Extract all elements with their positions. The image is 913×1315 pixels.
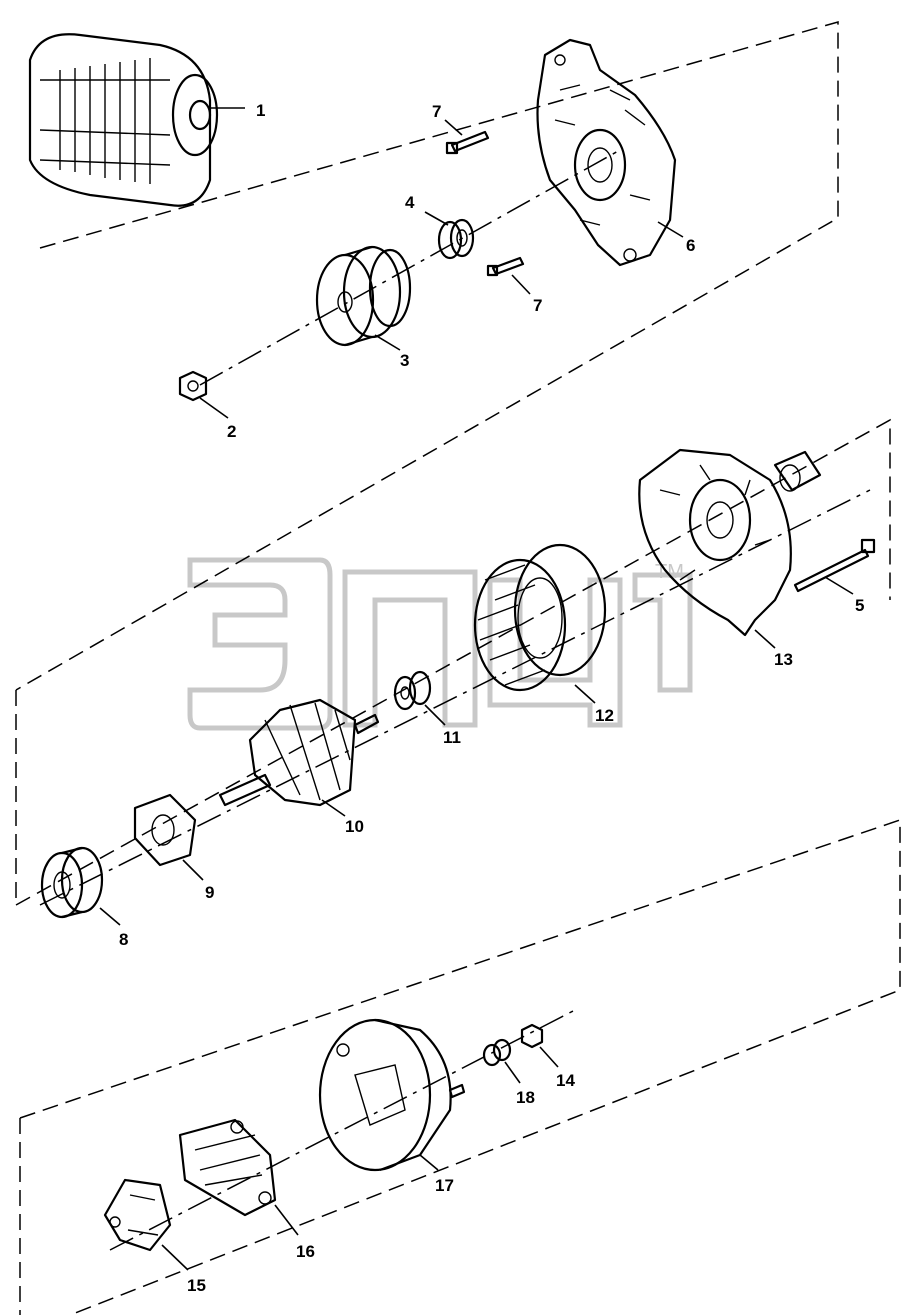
callout-11: 11	[443, 728, 461, 747]
leader-12	[574, 684, 596, 704]
rear-bearing-illustration	[393, 670, 432, 711]
retainer-plate-illustration	[133, 793, 197, 867]
leader-5	[824, 576, 854, 595]
callout-1: 1	[256, 101, 265, 120]
callout-18: 18	[516, 1088, 535, 1107]
axis-line-rear	[109, 1009, 576, 1251]
callout-12: 12	[595, 706, 614, 725]
callout-5: 5	[855, 596, 864, 615]
callout-16: 16	[296, 1242, 315, 1261]
leader-18	[504, 1061, 521, 1084]
callout-6: 6	[686, 236, 695, 255]
through-bolt-upper-illustration	[445, 130, 490, 155]
axis-line-front	[199, 149, 621, 386]
callout-7a: 7	[432, 102, 441, 121]
pulley-illustration	[315, 245, 412, 347]
group-frame-middle	[15, 418, 891, 906]
terminal-nut-illustration	[520, 1023, 544, 1049]
through-bolt-lower-illustration	[486, 256, 525, 277]
watermark-mark: TM	[655, 561, 684, 583]
leader-4	[424, 211, 449, 226]
callout-10: 10	[345, 817, 364, 836]
brush-holder-illustration	[103, 1178, 172, 1252]
stator-illustration	[473, 543, 607, 692]
front-bearing-illustration	[40, 846, 104, 919]
callout-2: 2	[227, 422, 236, 441]
leader-2	[199, 397, 229, 419]
callout-7b: 7	[533, 296, 542, 315]
callout-17: 17	[435, 1176, 454, 1195]
leader-10	[321, 799, 346, 817]
leader-11	[424, 704, 446, 726]
alternator-assembly-illustration	[28, 33, 219, 207]
leader-9	[182, 859, 204, 881]
callout-14: 14	[556, 1071, 575, 1090]
watermark-logo: TM	[187, 557, 693, 731]
callout-8: 8	[119, 930, 128, 949]
callout-9: 9	[205, 883, 214, 902]
leader-7a	[444, 119, 463, 136]
group-frame-front	[15, 21, 839, 691]
leader-16	[274, 1204, 299, 1236]
axis-line-middle	[39, 489, 871, 906]
leader-7b	[511, 274, 531, 295]
callout-13: 13	[774, 650, 793, 669]
front-housing-illustration	[536, 38, 677, 267]
pulley-nut-illustration	[178, 370, 208, 402]
callout-3: 3	[400, 351, 409, 370]
leader-6	[657, 221, 684, 238]
rear-housing-illustration	[638, 448, 792, 637]
leader-15	[161, 1244, 189, 1271]
callout-15: 15	[187, 1276, 206, 1295]
rotor-illustration	[218, 698, 380, 807]
rectifier-illustration	[178, 1118, 277, 1217]
leader-13	[754, 629, 776, 649]
seal-ring-illustration	[437, 218, 475, 260]
group-frame-rear	[19, 818, 901, 1315]
rear-cover-illustration	[318, 1018, 466, 1172]
spacer-illustration	[482, 1038, 512, 1067]
callout-4: 4	[405, 193, 415, 212]
long-bolt-illustration	[793, 538, 876, 593]
leader-17	[419, 1154, 439, 1171]
leader-14	[539, 1046, 559, 1068]
leader-8	[99, 907, 121, 926]
leader-3	[374, 334, 401, 351]
bushing-illustration	[773, 450, 822, 492]
